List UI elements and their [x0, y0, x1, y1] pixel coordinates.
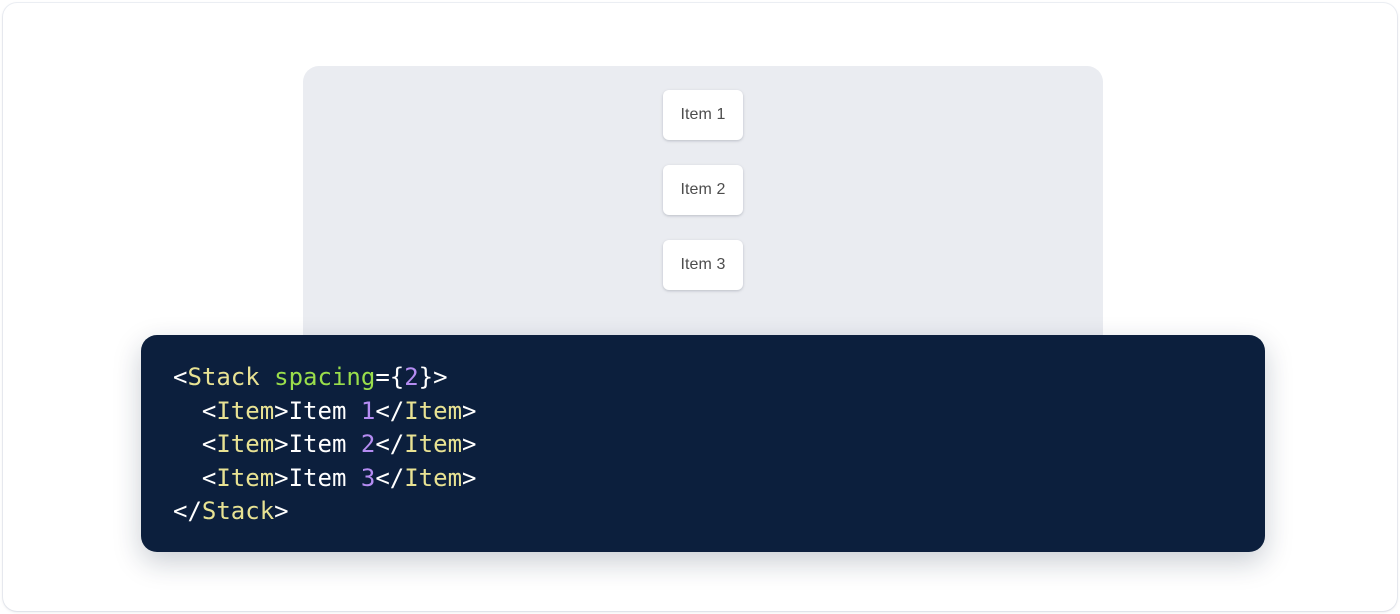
code-token-punct: }> [418, 363, 448, 391]
code-token-tag: Stack [187, 363, 260, 391]
code-token-punct: </ [173, 497, 202, 525]
code-token-tag: Item [404, 396, 463, 425]
code-token-punct: < [201, 396, 217, 425]
code-token-attr: spacing [274, 363, 376, 391]
code-token-punct: </ [375, 463, 405, 492]
code-token-text: Item [288, 430, 361, 458]
code-token-num: 2 [360, 430, 376, 458]
code-line: <Stack spacing={2}> [173, 363, 448, 391]
code-token-punct [260, 363, 274, 391]
code-snippet[interactable]: <Stack spacing={2}> <Item>Item 1</Item> … [173, 361, 1265, 529]
code-token-punct: > [274, 497, 289, 525]
code-token-tag: Item [216, 396, 275, 425]
code-token-punct: > [462, 396, 477, 425]
code-token-tag: Item [404, 463, 463, 492]
code-token-punct: < [201, 463, 217, 492]
code-token-tag: Stack [201, 497, 275, 525]
stack-item-label: Item 2 [680, 181, 726, 198]
code-token-punct: > [274, 463, 289, 492]
stack-item[interactable]: Item 3 [663, 240, 743, 290]
stack-item-label: Item 3 [680, 256, 726, 273]
code-token-tag: Item [216, 463, 275, 492]
code-line: </Stack> [173, 497, 289, 525]
stack-item[interactable]: Item 2 [663, 165, 743, 215]
code-token-punct: </ [375, 396, 405, 425]
code-token-punct: > [274, 430, 289, 458]
stack-container: Item 1 Item 2 Item 3 [303, 66, 1103, 290]
stack-item-label: Item 1 [680, 106, 726, 123]
code-snippet-panel: <Stack spacing={2}> <Item>Item 1</Item> … [141, 335, 1265, 552]
code-line: <Item>Item 2</Item> [173, 430, 477, 458]
code-token-tag: Item [404, 430, 463, 458]
code-token-text: Item [288, 463, 361, 492]
code-token-punct: > [274, 396, 289, 425]
code-line: <Item>Item 3</Item> [173, 463, 477, 492]
code-token-punct: < [201, 430, 217, 458]
demo-card: Item 1 Item 2 Item 3 <Stack spacing={2}>… [3, 3, 1397, 611]
code-token-punct: > [462, 430, 477, 458]
code-token-punct: < [173, 363, 188, 391]
code-token-tag: Item [216, 430, 275, 458]
code-token-text: Item [288, 396, 361, 425]
code-token-num: 3 [360, 463, 376, 492]
code-token-punct: </ [375, 430, 405, 458]
code-token-num: 2 [404, 363, 419, 391]
stack-item[interactable]: Item 1 [663, 90, 743, 140]
code-token-punct: ={ [375, 363, 405, 391]
code-token-punct: > [462, 463, 477, 492]
code-line: <Item>Item 1</Item> [173, 396, 477, 425]
code-token-num: 1 [360, 396, 376, 425]
